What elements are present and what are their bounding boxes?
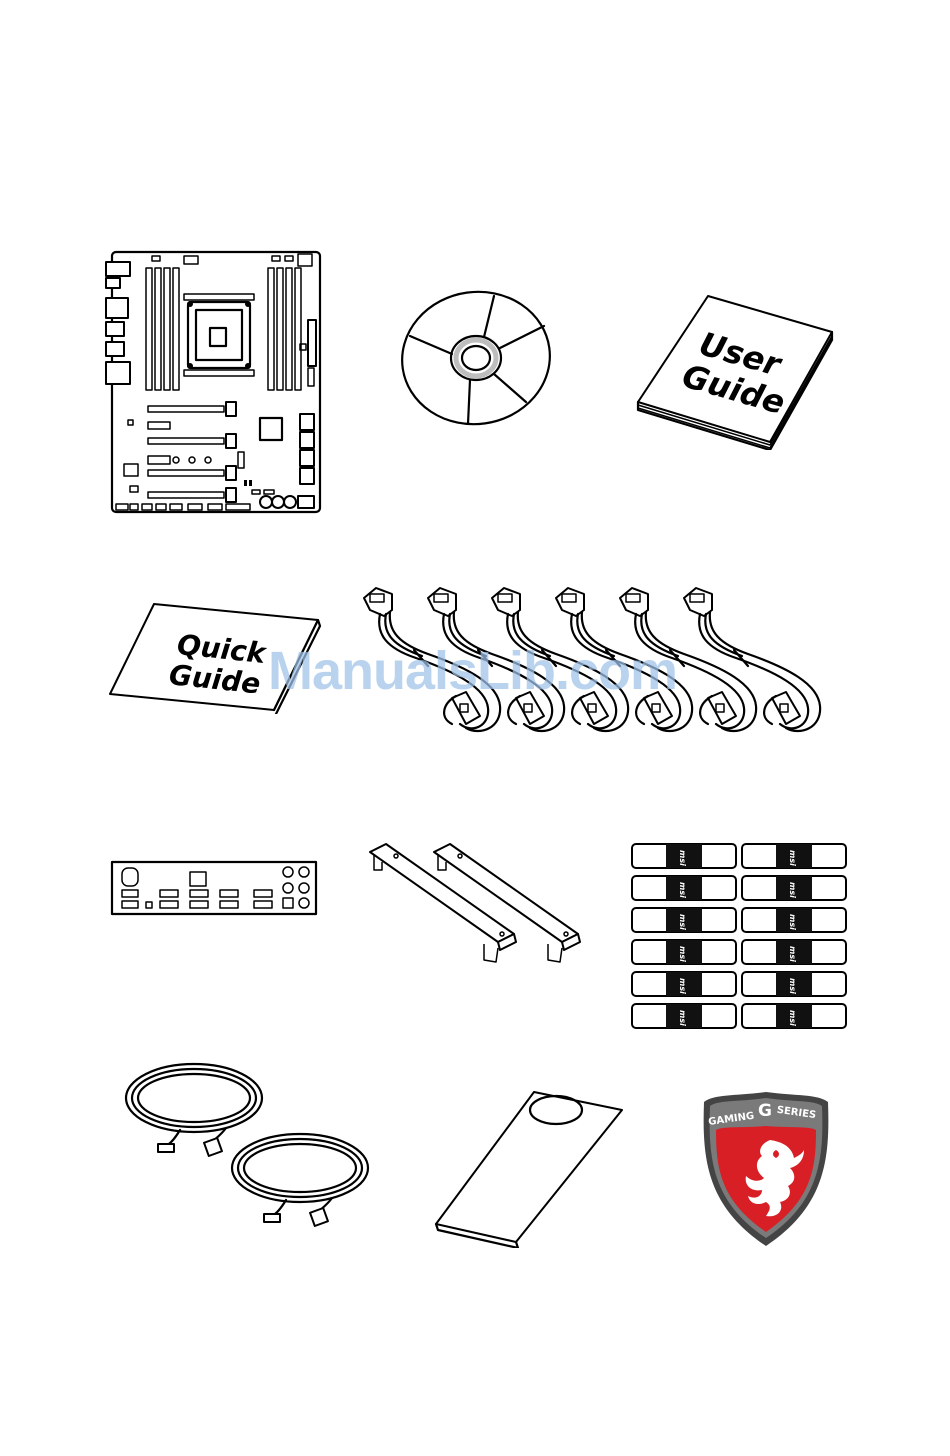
gaming-series-badge: GAMING G SERIES [700,1088,832,1250]
cable-label-grid [632,844,846,1028]
extension-cables-illustration [120,1058,378,1234]
sli-bridge-illustration [366,838,588,970]
driver-disc-illustration [398,290,556,430]
cable-labels-sheet: msi [628,840,850,1032]
io-shield-illustration [110,858,320,918]
watermark: ManualsLib.com [268,640,708,702]
door-hanger-illustration [432,1088,628,1248]
motherboard-illustration [104,248,326,518]
badge-text-g: G [758,1101,772,1121]
user-guide-book: User Guide [634,290,838,450]
